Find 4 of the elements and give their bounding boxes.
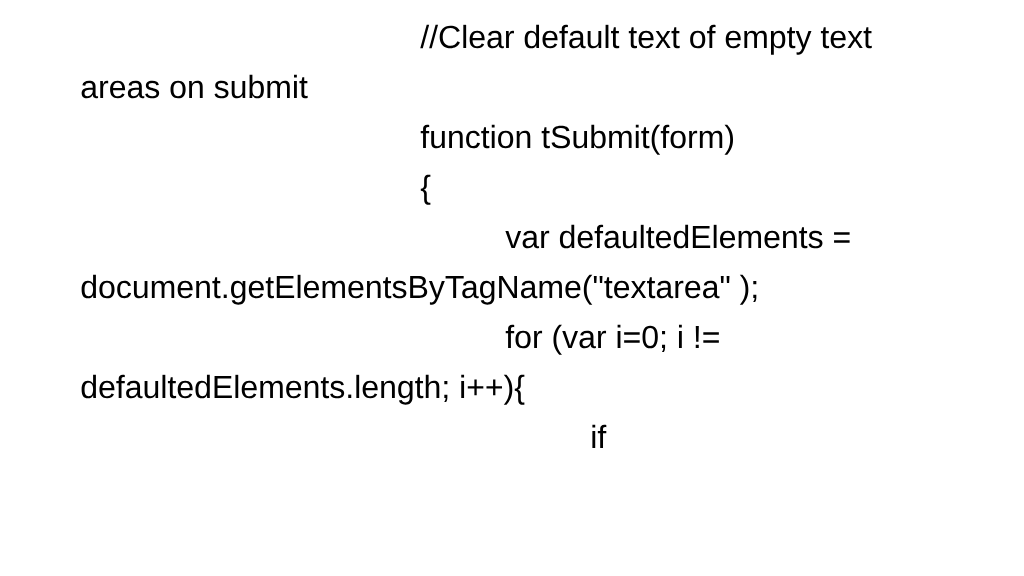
- code-line: var defaultedElements = document.getElementsByTagName("textarea" );: [81, 224, 850, 305]
- code-line: {: [420, 174, 431, 205]
- code-line: if: [592, 424, 607, 448]
- code-line: function tSubmit(form): [420, 124, 733, 155]
